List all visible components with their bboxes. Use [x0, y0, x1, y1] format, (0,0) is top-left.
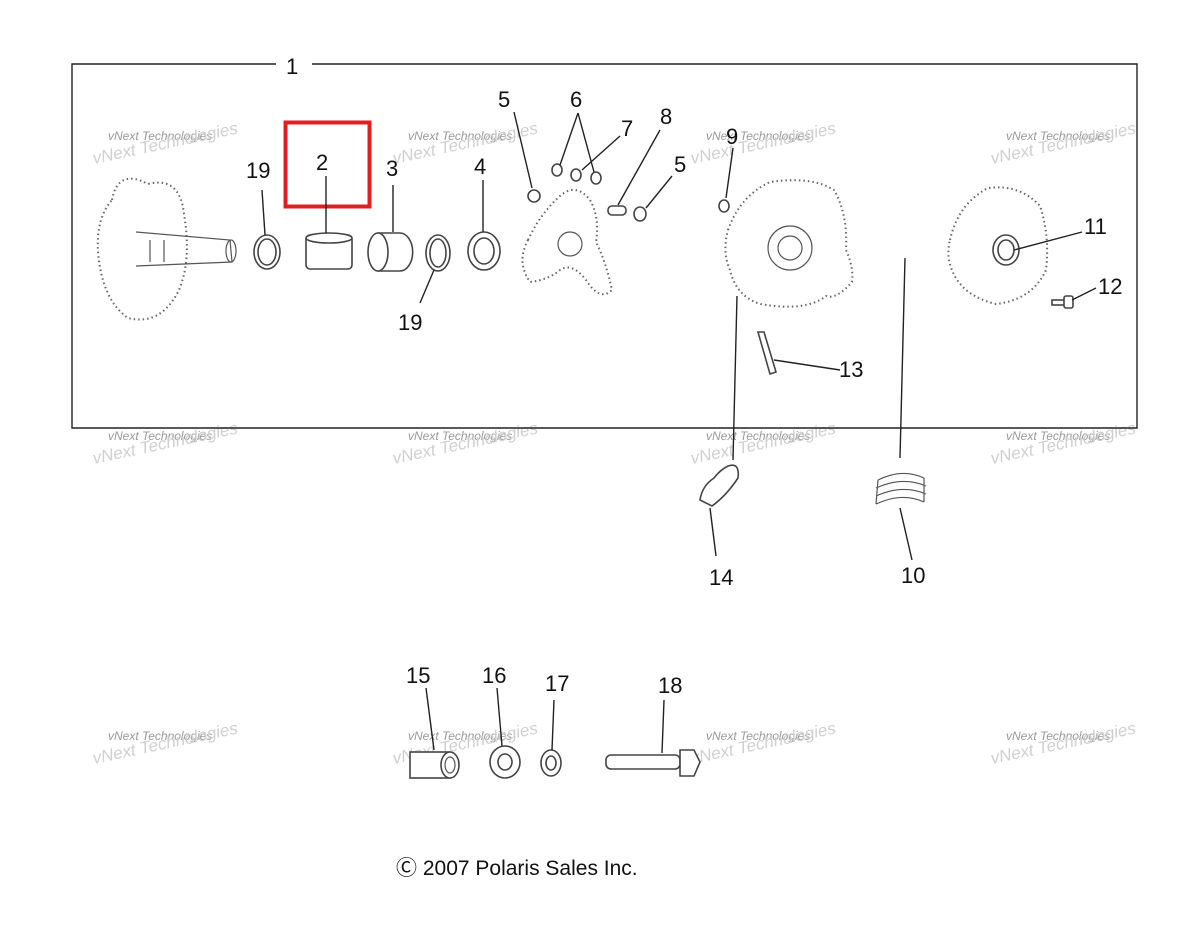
callout-12[interactable]: 12	[1098, 274, 1122, 299]
callout-5-upper[interactable]: 5	[498, 87, 510, 112]
button-part[interactable]	[527, 189, 541, 203]
copyright-text: Ⓒ 2007 Polaris Sales Inc.	[396, 857, 638, 880]
watermark-text: vNext Technologies	[1006, 129, 1110, 143]
housing-part[interactable]	[724, 179, 854, 308]
watermark-text: vNext Technologies	[706, 429, 810, 443]
assembly-frame	[71, 63, 1138, 429]
watermark-text: vNext Technologies	[408, 429, 512, 443]
callout-13[interactable]: 13	[839, 357, 863, 382]
watermark-text: vNext Technologies	[689, 719, 838, 768]
highlight-box	[283, 120, 372, 209]
callout-9[interactable]: 9	[726, 124, 738, 149]
callout-10[interactable]: 10	[901, 563, 925, 588]
callout-5-lower[interactable]: 5	[674, 152, 686, 177]
callout-8[interactable]: 8	[660, 104, 672, 129]
watermark-group: vNext Technologies vNext Technologies vNe…	[91, 119, 1138, 768]
pin-part[interactable]	[756, 331, 777, 376]
callout-14[interactable]: 14	[709, 565, 733, 590]
watermark-text: vNext Technologies	[91, 119, 240, 168]
watermark-text: vNext Technologies	[706, 129, 810, 143]
watermark-text: vNext Technologies	[989, 419, 1138, 468]
callout-4[interactable]: 4	[474, 154, 486, 179]
nut-part[interactable]	[718, 199, 730, 213]
watermark-text: vNext Technologies	[108, 729, 212, 743]
pin-part[interactable]	[607, 205, 627, 216]
callout-6[interactable]: 6	[570, 87, 582, 112]
watermark-text: vNext Technologies	[689, 419, 838, 468]
callout-11[interactable]: 11	[1084, 214, 1107, 239]
sheave-part[interactable]	[96, 177, 237, 321]
watermark-text: vNext Technologies	[706, 729, 810, 743]
watermark-text: vNext Technologies	[391, 419, 540, 468]
watermark-text: vNext Technologies	[408, 129, 512, 143]
callout-1[interactable]: 1	[286, 54, 298, 79]
washer-part[interactable]	[489, 745, 521, 779]
bolt-part[interactable]	[605, 749, 701, 777]
snap-ring-part[interactable]	[253, 234, 281, 270]
watermark-text: vNext Technologies	[989, 719, 1138, 768]
watermark-text: vNext Technologies	[989, 119, 1138, 168]
watermark-text: vNext Technologies	[1006, 729, 1110, 743]
callout-16[interactable]: 16	[482, 663, 506, 688]
callout-3[interactable]: 3	[386, 156, 398, 181]
callout-15[interactable]: 15	[406, 663, 430, 688]
callout-7[interactable]: 7	[621, 116, 633, 141]
watermark-text: vNext Technologies	[108, 129, 212, 143]
watermark-text: vNext Technologies	[408, 729, 512, 743]
spider-part[interactable]	[521, 189, 614, 296]
roller-part[interactable]	[551, 163, 602, 185]
button-part[interactable]	[633, 206, 647, 222]
bolt-part[interactable]	[1051, 295, 1074, 309]
watermark-text: vNext Technologies	[91, 719, 240, 768]
callout-2[interactable]: 2	[316, 150, 328, 175]
seal-part[interactable]	[467, 231, 501, 271]
callout-18[interactable]: 18	[658, 673, 682, 698]
spacer-part[interactable]	[409, 751, 460, 779]
bushing-part[interactable]	[305, 232, 353, 270]
watermark-text: vNext Technologies	[108, 429, 212, 443]
spring-part[interactable]	[875, 472, 927, 505]
watermark-text: vNext Technologies	[91, 419, 240, 468]
callout-19-upper[interactable]: 19	[246, 158, 270, 183]
callout-17[interactable]: 17	[545, 671, 569, 696]
watermark-text: vNext Technologies	[1006, 429, 1110, 443]
watermark-text: vNext Technologies	[689, 119, 838, 168]
snap-ring-part[interactable]	[425, 234, 451, 272]
sleeve-part[interactable]	[367, 232, 414, 272]
weight-part[interactable]	[699, 464, 740, 507]
washer-part[interactable]	[540, 749, 562, 777]
cover-part[interactable]	[947, 186, 1049, 306]
callout-19-lower[interactable]: 19	[398, 310, 422, 335]
